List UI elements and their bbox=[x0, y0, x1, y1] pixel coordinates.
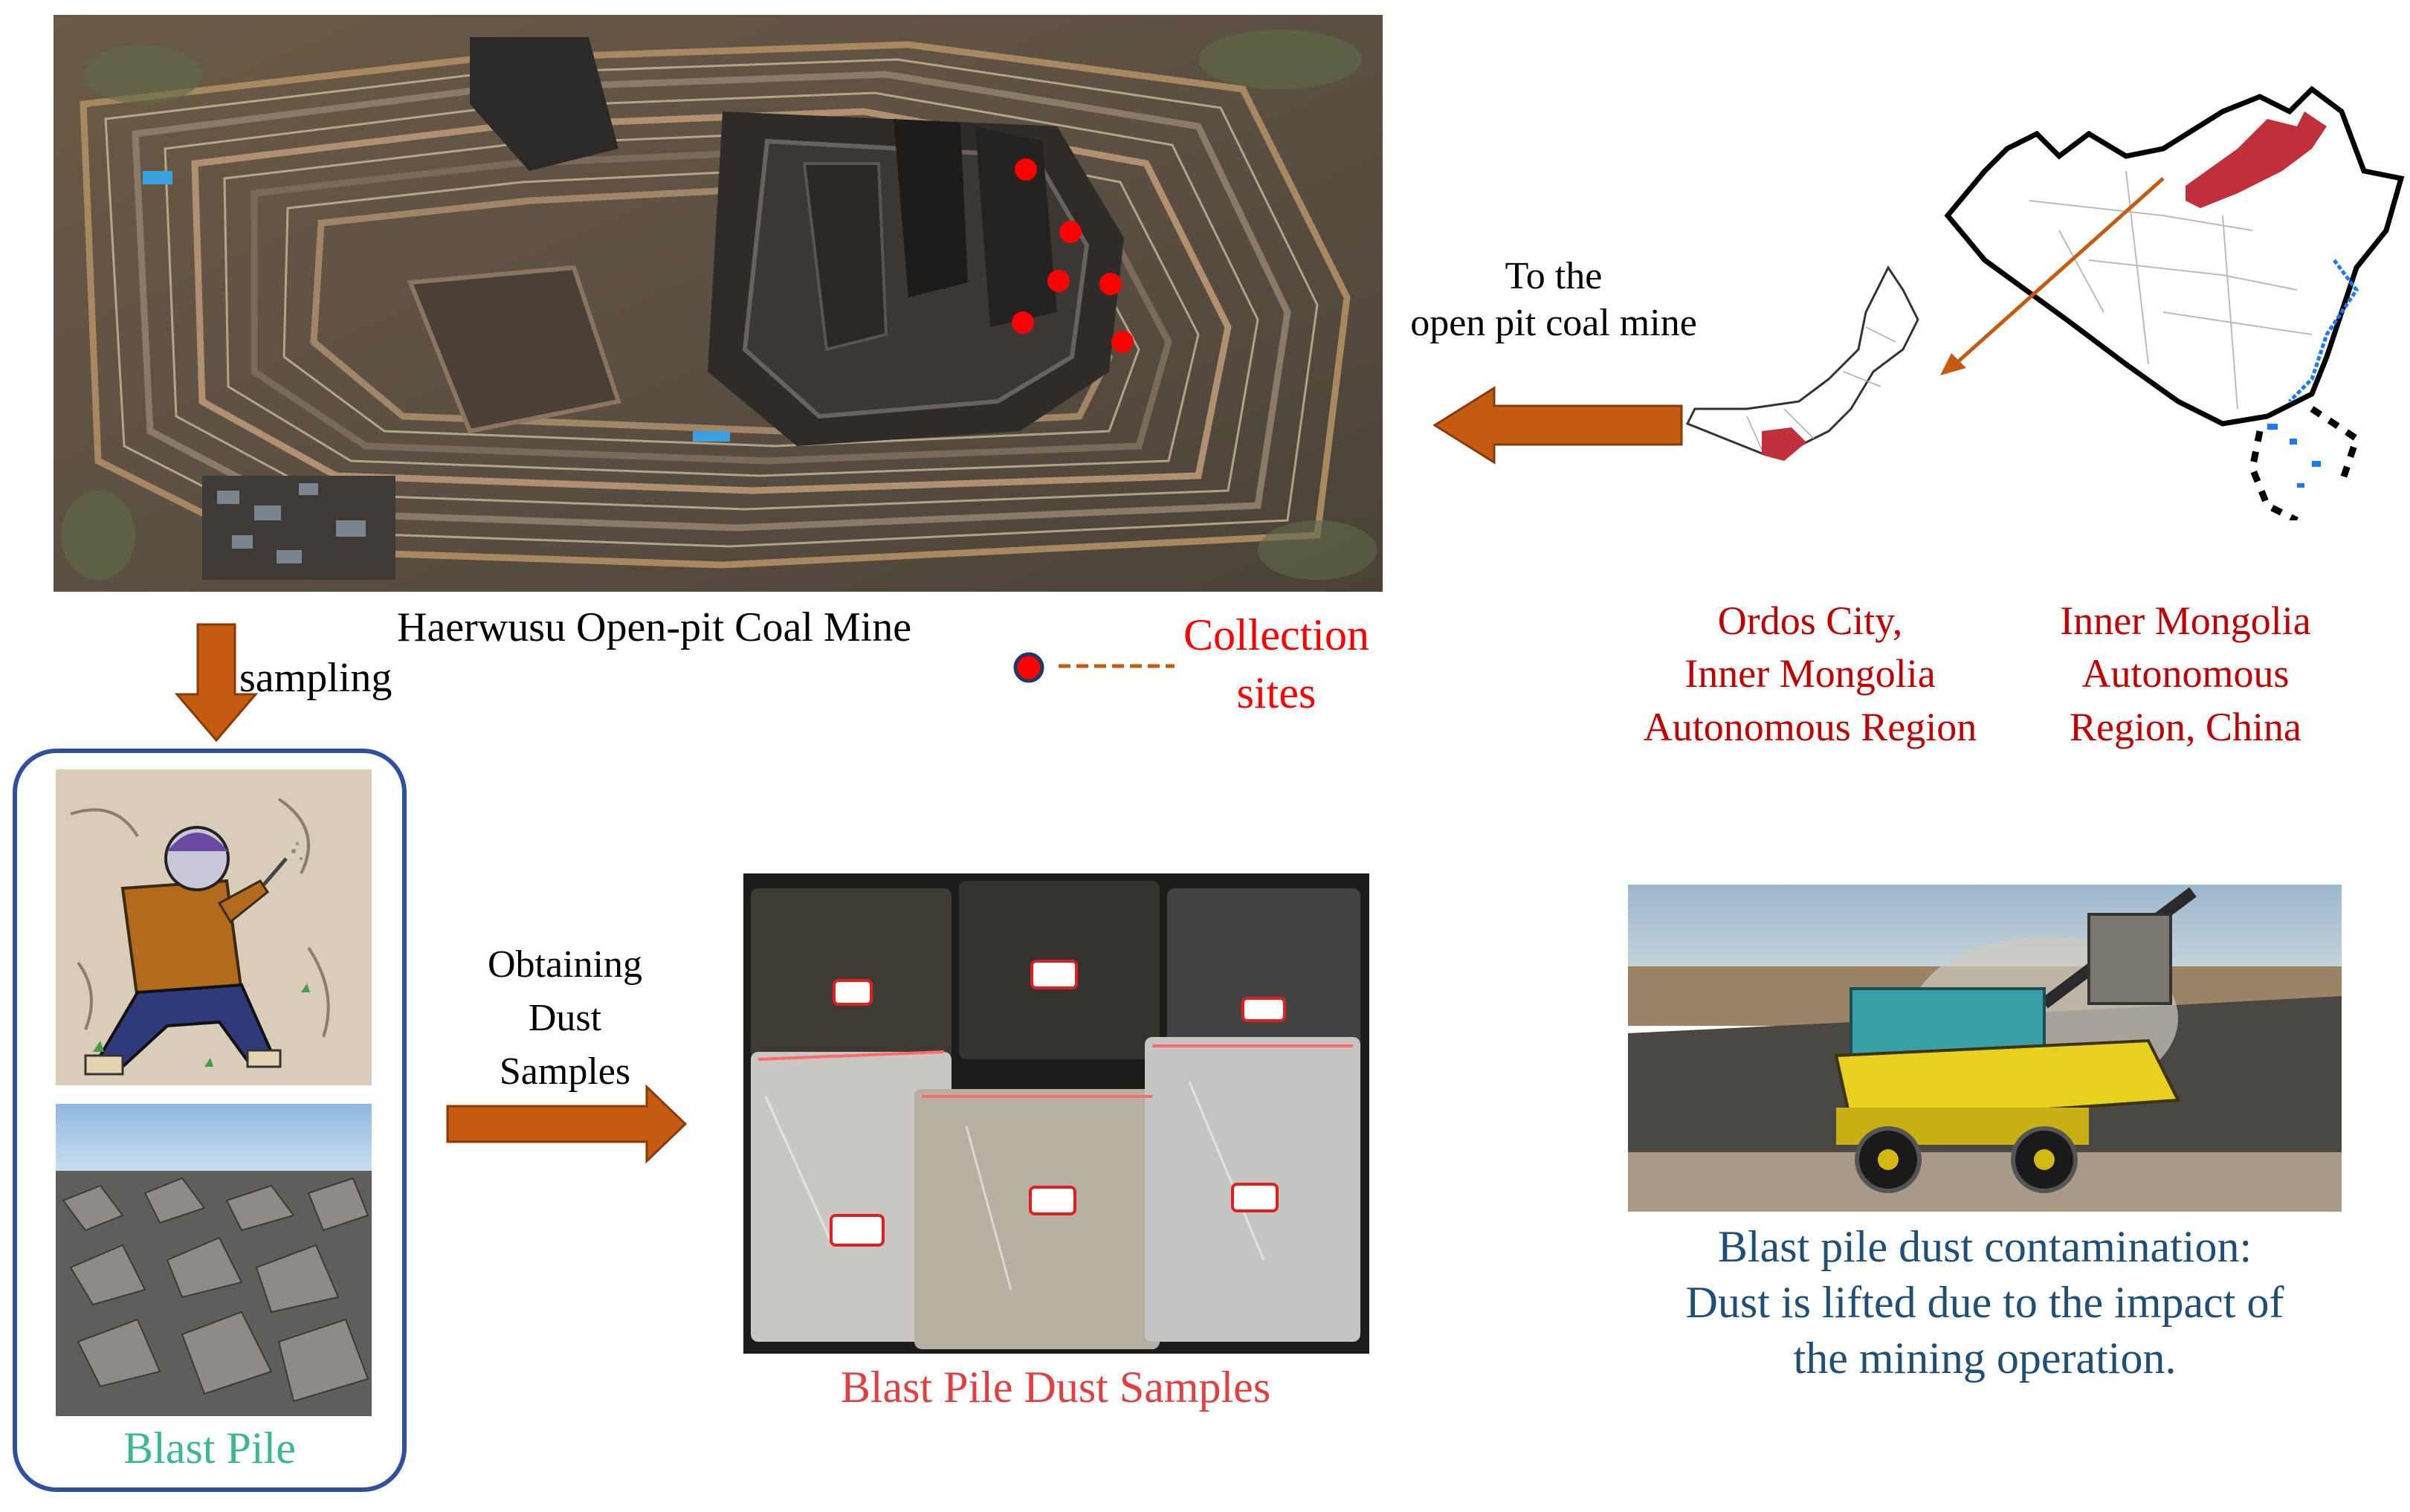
blast-pile-box bbox=[13, 749, 407, 1492]
imar-line1: Inner Mongolia bbox=[2060, 598, 2311, 643]
imar-line3: Region, China bbox=[2070, 704, 2301, 749]
collection-site-dot bbox=[1111, 331, 1134, 353]
mine-name-label: Haerwusu Open-pit Coal Mine bbox=[397, 604, 912, 650]
to-mine-arrow bbox=[1432, 386, 1683, 465]
obtaining-arrow bbox=[446, 1084, 688, 1164]
obtaining-line2: Dust bbox=[528, 996, 602, 1039]
contamination-caption: Blast pile dust contamination: Dust is l… bbox=[1569, 1219, 2401, 1386]
mining-truck-photo bbox=[1628, 885, 2342, 1212]
ordos-label: Ordos City, Inner Mongolia Autonomous Re… bbox=[1609, 595, 2011, 754]
collection-site-dot bbox=[1047, 270, 1070, 292]
obtaining-line1: Obtaining bbox=[488, 943, 642, 986]
collection-sites-text: Collection sites bbox=[1183, 610, 1369, 717]
collection-site-dot bbox=[1015, 158, 1037, 181]
contamination-line2: Dust is lifted due to the impact of bbox=[1685, 1278, 2284, 1327]
worker-cartoon bbox=[56, 769, 372, 1085]
sampling-label: sampling bbox=[239, 655, 392, 701]
inner-mongolia-map bbox=[1680, 260, 1948, 483]
obtaining-line3: Samples bbox=[499, 1050, 631, 1093]
blast-pile-label: Blast Pile bbox=[123, 1424, 296, 1473]
to-mine-label: To the open pit coal mine bbox=[1383, 253, 1725, 347]
sampling-arrow bbox=[174, 623, 259, 743]
to-mine-line1: To the bbox=[1505, 255, 1603, 297]
obtaining-label: Obtaining Dust Samples bbox=[446, 938, 684, 1098]
pointer-arrow bbox=[1940, 177, 2165, 375]
dust-samples-photo bbox=[743, 873, 1369, 1354]
collection-sites-label: Collection sites bbox=[1169, 606, 1384, 722]
blast-pile-photo bbox=[56, 1104, 372, 1416]
ordos-line3: Autonomous Region bbox=[1643, 704, 1977, 749]
contamination-line1: Blast pile dust contamination: bbox=[1717, 1222, 2252, 1271]
collection-site-dot bbox=[1059, 221, 1082, 243]
china-map bbox=[1940, 67, 2409, 520]
dust-samples-label: Blast Pile Dust Samples bbox=[840, 1363, 1271, 1412]
collection-site-dot bbox=[1012, 311, 1034, 334]
ordos-line2: Inner Mongolia bbox=[1684, 651, 1936, 697]
imar-line2: Autonomous bbox=[2081, 651, 2290, 697]
collection-site-legend-dot bbox=[1013, 652, 1044, 683]
imar-label: Inner Mongolia Autonomous Region, China bbox=[2007, 595, 2364, 754]
contamination-line3: the mining operation. bbox=[1793, 1334, 2177, 1383]
to-mine-line2: open pit coal mine bbox=[1410, 302, 1697, 345]
collection-site-dot bbox=[1099, 273, 1122, 295]
mine-aerial-photo bbox=[54, 15, 1383, 592]
ordos-line1: Ordos City, bbox=[1717, 598, 1903, 643]
